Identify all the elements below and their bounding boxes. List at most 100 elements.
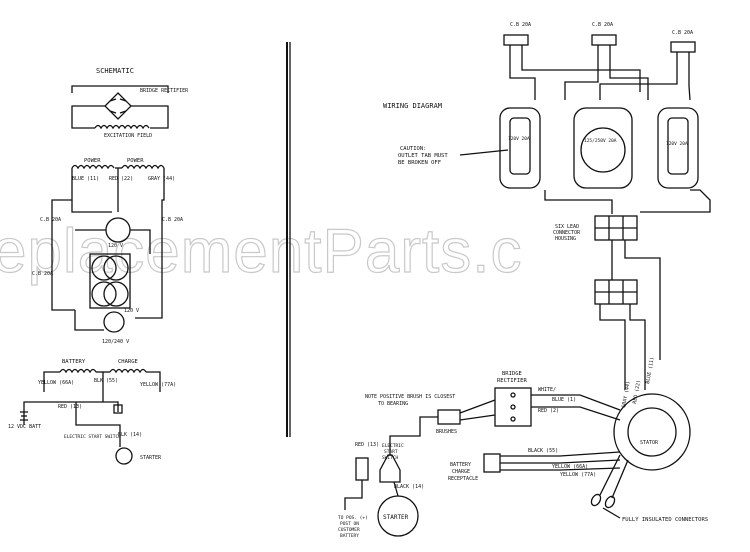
power-coils: POWER POWER BLUE (11) RED (22) GRAY (44) [71,158,175,182]
outlet-120v-20a-1 [499,107,541,189]
caution-line-3: BE BROKEN OFF [398,160,441,166]
six-lead-connectors: SIX LEAD CONNECTOR HOUSING [553,215,661,390]
battery-charge-receptacle: BATTERY CHARGE RECEPTACLE BLACK (55) YEL… [448,448,621,482]
outlet-symbol-b [103,255,129,281]
insulated-connectors: FULLY INSULATED CONNECTORS [590,454,708,523]
sch-starter-symbol [115,447,133,465]
sch-yellow-77a-label: YELLOW (77A) [140,382,176,388]
batt-charge-label-2: CHARGE [452,469,470,475]
circuit-breakers: C.B 20A C.B 20A C.B 20A [503,22,696,53]
six-lead-label-2: CONNECTOR [553,230,581,236]
bridge-label-2: RECTIFIER [497,378,527,384]
sch-blk-55-label: BLK (55) [94,378,118,384]
charge-label: CHARGE [118,359,138,365]
outlet-symbol-a [91,255,117,281]
power-label-1: POWER [84,158,101,164]
red-22-wire-label: RED (22) [632,380,642,405]
start-switch-body [379,454,401,483]
six-lead-label-3: HOUSING [555,236,576,242]
black-55-label: BLACK (55) [528,448,558,454]
gray-44-label: GRAY (44) [148,176,175,182]
cb-2-label: C.B 20A [592,22,613,28]
circuit-breaker-1 [503,34,529,46]
schematic-output-network: C.B 20A C.B 20A C.B 20A 120 V 120 V 120/… [32,168,183,345]
outlet-120-240v-label: 120/240 V [102,339,129,345]
brushes: BRUSHES [389,399,496,455]
sch-yellow-66a-label: YELLOW (66A) [38,380,74,386]
es-switch-label-2: START [384,449,398,455]
note-line-2: TO BEARING [378,401,408,407]
outlet-120v-label-2: 120 V [124,308,139,314]
excitation-field-coil: EXCITATION FIELD [94,124,152,139]
outlet-wiring-bus [509,45,711,214]
sch-blk-14-label: BLK (14) [118,432,142,438]
brushes-label: BRUSHES [436,429,457,435]
outlet-120v-20a-2 [657,107,699,189]
battery-label: BATTERY [62,359,86,365]
outlet-3-label: 120V 20A [666,141,688,147]
blue-11-wire-label: BLUE (11) [645,357,656,385]
starter-label: STARTER [383,514,409,521]
cb-20a-lower-label: C.B 20A [32,271,53,277]
sch-starter-label: STARTER [140,455,162,461]
sch-electric-start-switch-label: ELECTRIC START SWITCH [64,434,121,440]
outlet-120v-label-1: 120 V [108,243,123,249]
cb-20a-right-label: C.B 20A [162,217,183,223]
yellow-77a-label: YELLOW (77A) [560,472,596,478]
cb-3-label: C.B 20A [672,30,693,36]
es-switch-label-1: ELECTRIC [382,443,404,449]
sch-12vdc-label: 12 VDC BATT [8,424,41,430]
starter-motor [377,495,419,537]
stator-inner [627,407,677,457]
excitation-field-label: EXCITATION FIELD [104,133,152,139]
caution-note: CAUTION: OUTLET TAB MUST BE BROKEN OFF [398,146,509,166]
brush-holder [437,409,461,425]
outlet-1-label: 120V 20A [508,136,530,142]
red-13-label: RED (13) [355,442,379,448]
to-pos-label-1: TO POS. (+) [338,515,368,521]
outlet-2-label: 125/250V 20A [584,138,617,144]
blue-11-label: BLUE (11) [72,176,99,182]
batt-charge-label-3: RECEPTACLE [448,476,478,482]
stator: STATOR GRAY (44) RED (22) BLUE (11) [613,357,691,471]
red-22-label: RED (22) [109,176,133,182]
caution-line-2: OUTLET TAB MUST [398,153,448,159]
to-pos-label-4: BATTERY [340,533,359,539]
bridge-rectifier-schematic: BRIDGE RECTIFIER [71,85,189,129]
outlet-125-250v-20a [573,107,633,189]
white-red-label-2: RED (2) [538,408,559,414]
note-line-1: NOTE POSITIVE BRUSH IS CLOSEST [365,394,455,400]
caution-line-1: CAUTION: [400,146,427,152]
power-label-2: POWER [127,158,144,164]
batt-charge-label-1: BATTERY [450,462,471,468]
outlet-symbol-d [103,281,129,307]
fully-insulated-label: FULLY INSULATED CONNECTORS [622,517,708,523]
yellow-66a-label: YELLOW (66A) [552,464,588,470]
watermark: eplacementParts.c [0,217,522,286]
sch-red-13-label: RED (13) [58,404,82,410]
blue-1-label: BLUE (1) [552,397,576,403]
schematic-title: SCHEMATIC [96,67,134,75]
bridge-rectifier-wiring: BRIDGE RECTIFIER NOTE POSITIVE BRUSH IS … [365,371,621,427]
outlet-120-240v-symbol [103,311,125,333]
stator-outer [613,393,691,471]
stator-label: STATOR [640,440,659,446]
bridge-rectifier-box [494,387,532,427]
charge-receptacle-box [483,453,501,473]
white-red-label-1: WHITE/ [538,387,556,393]
cb-1-label: C.B 20A [510,22,531,28]
wiring-diagram-title: WIRING DIAGRAM [383,102,442,110]
schematic-charge-circuit: BATTERY CHARGE YELLOW (66A) YELLOW (77A)… [8,359,176,465]
bridge-rectifier-label: BRIDGE RECTIFIER [140,88,189,94]
to-pos-label-3: CUSTOMER [338,527,360,533]
to-pos-label-2: POST ON [340,521,359,527]
six-lead-label-1: SIX LEAD [555,224,579,230]
circuit-breaker-3 [670,41,696,53]
bridge-label-1: BRIDGE [502,371,522,377]
outlet-symbol-c [91,281,117,307]
electric-start-switch: ELECTRIC START SWITCH BLACK (14) RED (13… [338,442,424,539]
circuit-breaker-2 [591,34,617,46]
outlets: 120V 20A 125/250V 20A 120V 20A [499,107,699,189]
